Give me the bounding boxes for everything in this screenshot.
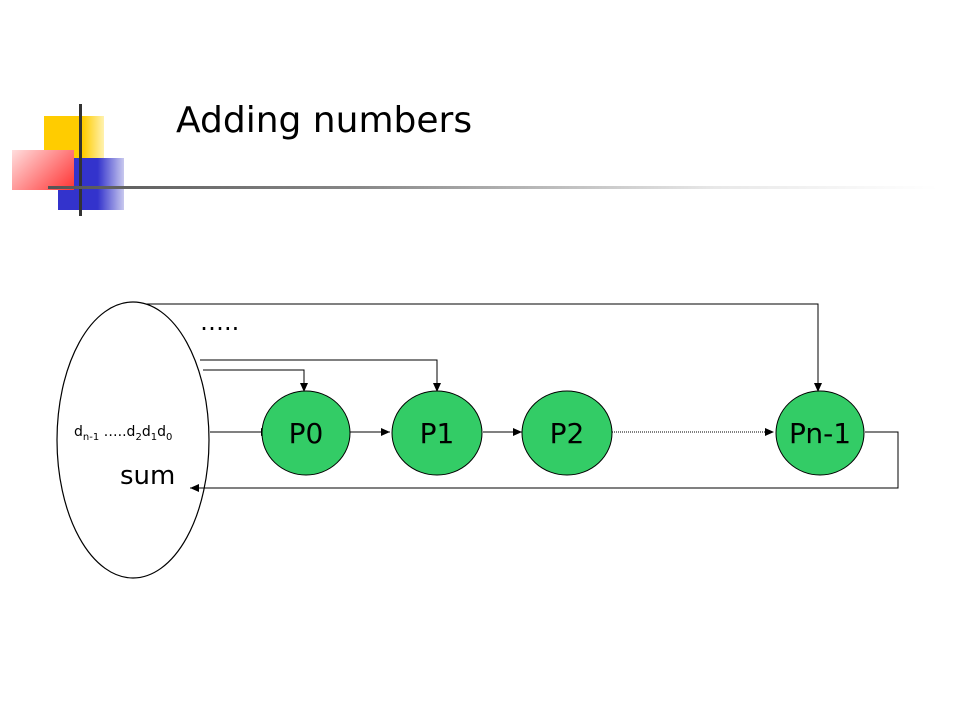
processor-label-pn-1: Pn-1: [789, 417, 851, 450]
arrow-storage-to-pn-top: [146, 303, 822, 392]
arrow-storage-to-p1-top: [200, 359, 441, 392]
processor-node-p1: P1: [391, 390, 483, 476]
arrow-pn-to-sum: [190, 431, 899, 492]
arrow-storage-to-p0-top: [203, 369, 308, 392]
corner-decoration: [0, 0, 200, 220]
processor-label-p1: P1: [420, 417, 455, 450]
sum-label: sum: [120, 461, 175, 491]
ellipsis-label: …..: [200, 308, 239, 336]
deco-vertical-line: [79, 104, 82, 216]
processor-label-p2: P2: [550, 417, 585, 450]
processor-label-p0: P0: [289, 417, 324, 450]
processor-node-pn-1: Pn-1: [775, 390, 865, 476]
storage-ellipse: [56, 301, 210, 579]
title-underline: [48, 186, 938, 189]
processor-node-p0: P0: [261, 390, 351, 476]
processor-node-p2: P2: [521, 390, 613, 476]
digits-label: dn-1 …..d2d1d0: [74, 424, 172, 443]
deco-red-square: [12, 150, 74, 190]
page-title: Adding numbers: [176, 100, 473, 141]
